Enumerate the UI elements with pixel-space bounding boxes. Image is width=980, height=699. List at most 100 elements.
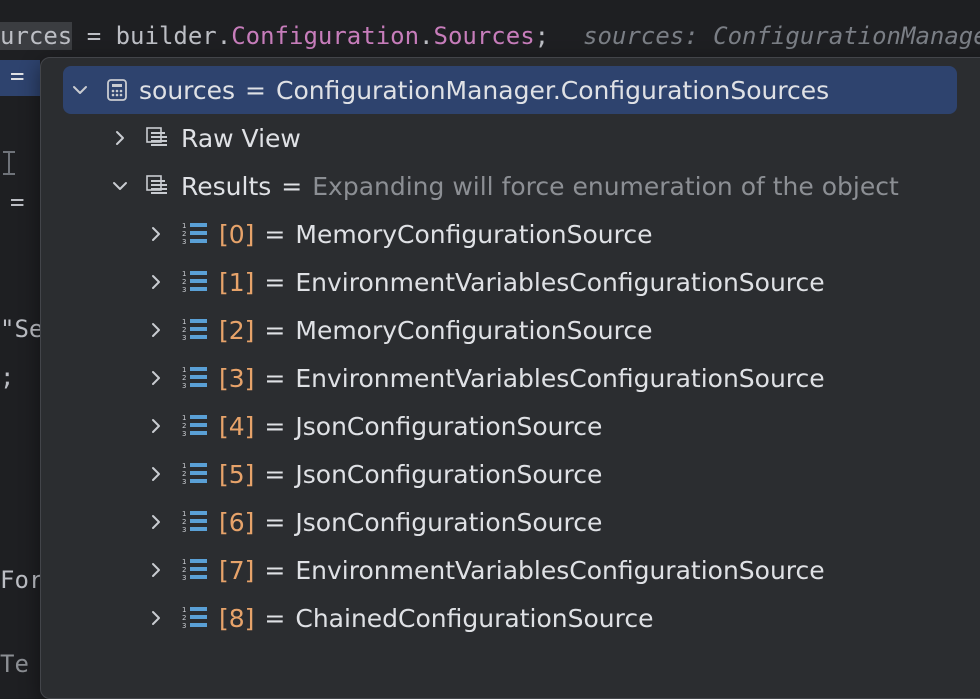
svg-text:2: 2: [182, 470, 186, 478]
item-value: JsonConfigurationSource: [295, 411, 603, 441]
svg-text:2: 2: [182, 326, 186, 334]
tree-row-item-5[interactable]: 1 2 3 [5] = JsonConfigurationSource: [41, 450, 980, 498]
variable-value: ConfigurationManager.ConfigurationSource…: [276, 75, 830, 105]
chevron-right-icon[interactable]: [145, 319, 167, 341]
code-member-sources[interactable]: Sources: [433, 22, 535, 50]
chevron-right-icon[interactable]: [145, 367, 167, 389]
chevron-right-icon[interactable]: [145, 415, 167, 437]
debugger-value-popup[interactable]: sources = ConfigurationManager.Configura…: [40, 57, 980, 699]
equals-sign: =: [264, 267, 286, 297]
item-index: [1]: [219, 267, 255, 297]
item-index: [4]: [219, 411, 255, 441]
svg-text:3: 3: [182, 478, 186, 486]
tree-row-item-6[interactable]: 1 2 3 [6] = JsonConfigurationSource: [41, 498, 980, 546]
numbered-list-icon: 1 2 3: [181, 508, 209, 536]
chevron-right-icon[interactable]: [145, 223, 167, 245]
svg-text:1: 1: [182, 414, 186, 422]
chevron-right-icon[interactable]: [145, 511, 167, 533]
chevron-right-icon[interactable]: [145, 271, 167, 293]
numbered-list-icon: 1 2 3: [181, 604, 209, 632]
tree-row-results[interactable]: Results = Expanding will force enumerati…: [41, 162, 980, 210]
tree-row-item-8[interactable]: 1 2 3 [8] = ChainedConfigurationSource: [41, 594, 980, 642]
numbered-list-icon: 1 2 3: [181, 364, 209, 392]
svg-text:1: 1: [182, 462, 186, 470]
svg-text:2: 2: [182, 518, 186, 526]
results-hint: Expanding will force enumeration of the …: [312, 171, 899, 201]
equals-sign: =: [264, 411, 286, 441]
chevron-right-icon[interactable]: [145, 607, 167, 629]
stack-list-icon: [145, 174, 171, 198]
numbered-list-icon: 1 2 3: [181, 316, 209, 344]
equals-sign: =: [264, 219, 286, 249]
tree-row-raw-view[interactable]: Raw View: [41, 114, 980, 162]
item-index: [8]: [219, 603, 255, 633]
item-index: [6]: [219, 507, 255, 537]
item-value: ChainedConfigurationSource: [295, 603, 654, 633]
code-eq-fragment: =: [10, 62, 25, 90]
tree-row-item-7[interactable]: 1 2 3 [7] = EnvironmentVariablesConfigur…: [41, 546, 980, 594]
svg-text:3: 3: [182, 622, 186, 630]
code-assign-text: = builder.: [72, 22, 232, 50]
item-index: [7]: [219, 555, 255, 585]
equals-sign: =: [245, 75, 266, 105]
numbered-list-icon: 1 2 3: [181, 556, 209, 584]
code-member-configuration[interactable]: Configuration: [231, 22, 420, 50]
code-line-sources-assignment[interactable]: urces = builder.Configuration.Sources;so…: [0, 18, 980, 54]
svg-text:3: 3: [182, 286, 186, 294]
tree-row-item-4[interactable]: 1 2 3 [4] = JsonConfigurationSource: [41, 402, 980, 450]
equals-sign: =: [264, 363, 286, 393]
svg-text:3: 3: [182, 526, 186, 534]
item-index: [5]: [219, 459, 255, 489]
equals-sign: =: [264, 555, 286, 585]
svg-text:3: 3: [182, 430, 186, 438]
item-index: [2]: [219, 315, 255, 345]
variable-name: sources: [139, 75, 236, 105]
svg-text:2: 2: [182, 422, 186, 430]
stack-list-icon: [145, 126, 171, 150]
numbered-list-icon: 1 2 3: [181, 412, 209, 440]
svg-text:1: 1: [182, 558, 186, 566]
code-dot: .: [419, 22, 434, 50]
equals-sign: =: [264, 459, 286, 489]
item-index: [0]: [219, 219, 255, 249]
equals-sign: =: [264, 507, 286, 537]
tree-row-root[interactable]: sources = ConfigurationManager.Configura…: [63, 66, 957, 114]
chevron-right-icon[interactable]: [109, 127, 131, 149]
code-identifier-sources[interactable]: urces: [0, 22, 73, 50]
svg-text:3: 3: [182, 574, 186, 582]
item-index: [3]: [219, 363, 255, 393]
chevron-right-icon[interactable]: [145, 463, 167, 485]
chevron-down-icon[interactable]: [109, 175, 131, 197]
svg-text:2: 2: [182, 374, 186, 382]
text-cursor-icon: [0, 150, 18, 182]
item-value: MemoryConfigurationSource: [295, 315, 653, 345]
item-value: EnvironmentVariablesConfigurationSource: [295, 363, 825, 393]
item-value: EnvironmentVariablesConfigurationSource: [295, 555, 825, 585]
tree-row-item-0[interactable]: 1 2 3 [0] = MemoryConfigurationSource: [41, 210, 980, 258]
chevron-right-icon[interactable]: [145, 559, 167, 581]
raw-view-label: Raw View: [181, 123, 301, 153]
tree-row-item-1[interactable]: 1 2 3 [1] = EnvironmentVariablesConfigur…: [41, 258, 980, 306]
numbered-list-icon: 1 2 3: [181, 460, 209, 488]
svg-text:1: 1: [182, 318, 186, 326]
item-value: JsonConfigurationSource: [295, 459, 603, 489]
svg-text:3: 3: [182, 382, 186, 390]
numbered-list-icon: 1 2 3: [181, 220, 209, 248]
code-for-fragment: For: [0, 566, 44, 594]
code-te-fragment: Te: [0, 650, 29, 678]
calculator-object-icon: [105, 78, 129, 102]
numbered-list-icon: 1 2 3: [181, 268, 209, 296]
tree-row-item-2[interactable]: 1 2 3 [2] = MemoryConfigurationSource: [41, 306, 980, 354]
equals-sign: =: [264, 315, 286, 345]
svg-text:2: 2: [182, 566, 186, 574]
chevron-down-icon[interactable]: [69, 79, 91, 101]
item-value: EnvironmentVariablesConfigurationSource: [295, 267, 825, 297]
code-semicolon-fragment: ;: [0, 363, 15, 391]
selected-line-gutter: [0, 60, 40, 96]
svg-text:3: 3: [182, 238, 186, 246]
svg-text:2: 2: [182, 230, 186, 238]
item-value: MemoryConfigurationSource: [295, 219, 653, 249]
results-label: Results: [181, 171, 272, 201]
svg-text:1: 1: [182, 222, 186, 230]
tree-row-item-3[interactable]: 1 2 3 [3] = EnvironmentVariablesConfigur…: [41, 354, 980, 402]
